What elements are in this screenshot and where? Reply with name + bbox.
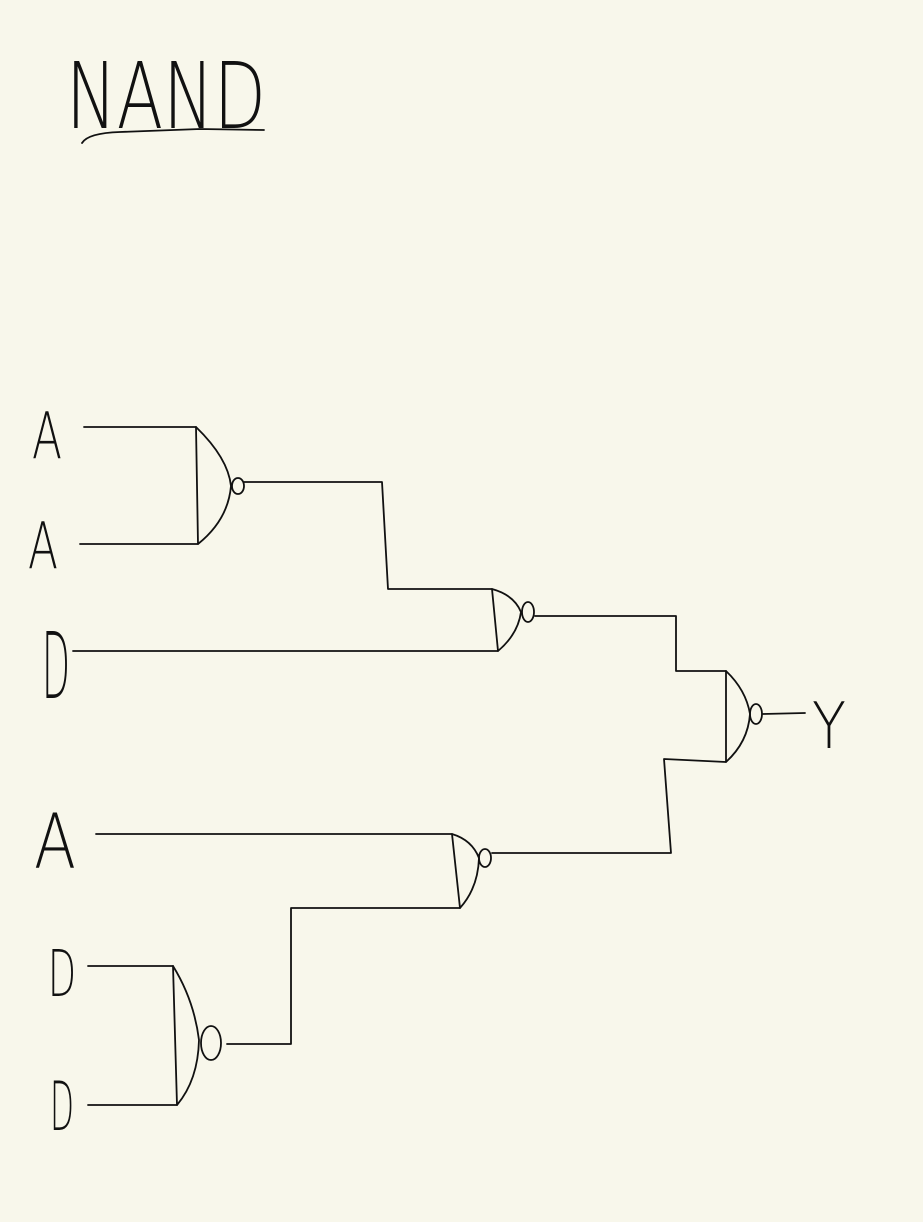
gate-5-inversion-bubble <box>749 703 763 725</box>
gate-1-body <box>195 426 232 545</box>
gate-4-output-wire <box>491 758 727 854</box>
gate-5-output-wire <box>762 712 806 715</box>
nand-gate-1 <box>79 426 493 590</box>
input-label-3: D <box>42 613 70 720</box>
gate-1-inversion-bubble <box>231 477 245 495</box>
gate-2-inversion-bubble <box>521 601 535 623</box>
output-label: Y <box>812 690 846 764</box>
nand-gate-4 <box>95 758 727 909</box>
page-title: NAND <box>66 43 266 150</box>
gate-1-output-wire <box>243 481 493 590</box>
gate-4-inversion-bubble <box>478 848 492 868</box>
nand-gate-3 <box>87 907 461 1106</box>
title-underline <box>81 128 265 144</box>
gate-3-inversion-bubble <box>200 1025 222 1061</box>
gate-2-output-wire <box>534 615 727 672</box>
gate-2-body <box>491 588 522 652</box>
gate-3-output-wire <box>226 907 461 1045</box>
input-label-1: A <box>32 400 62 474</box>
nand-gate-5 <box>725 670 806 763</box>
title-group: NAND <box>66 43 266 150</box>
input-label-2: A <box>28 510 58 584</box>
gate-3-body <box>172 965 200 1106</box>
input-label-5: D <box>48 938 76 1012</box>
gate-5-body <box>725 670 751 763</box>
input-labels: A A D A D D <box>28 400 76 1147</box>
input-label-4: A <box>34 797 76 886</box>
nand-gate-2 <box>72 588 727 672</box>
gate-4-body <box>451 833 480 909</box>
input-label-6: D <box>50 1068 74 1147</box>
